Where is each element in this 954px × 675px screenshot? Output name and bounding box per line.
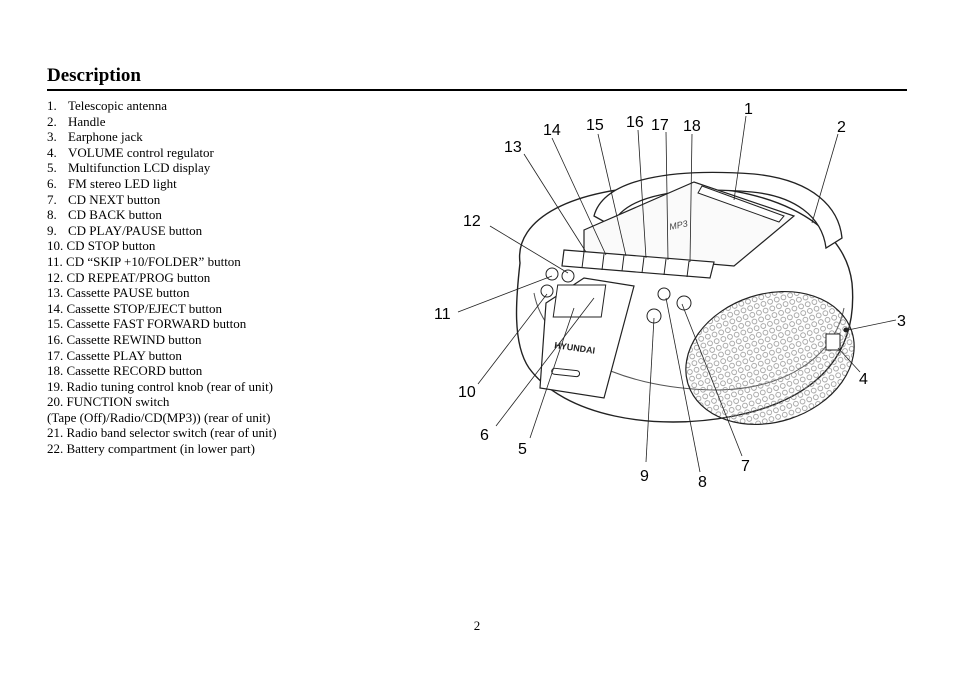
callout-18: 18 [683,118,701,135]
list-item: 8. CD BACK button [47,207,277,223]
item-number: 14. [47,300,64,316]
parts-list: 1. Telescopic antenna 2. Handle 3. Earphone… [47,98,277,457]
item-label: CD NEXT button [68,191,161,207]
item-label: Battery compartment (in lower part) [66,441,255,457]
callout-12: 12 [463,213,481,230]
callout-16: 16 [626,114,644,131]
item-number: 15. [47,316,64,332]
item-label: Radio tuning control knob (rear of unit) [66,378,274,394]
item-label: CD BACK button [68,207,162,223]
page-heading: Description [47,65,141,86]
item-number: 11. [47,253,63,269]
list-item: 12. CD REPEAT/PROG button [47,270,277,286]
item-label: Cassette STOP/EJECT button [66,300,223,316]
item-number: 8. [47,207,57,223]
item-number: 20. [47,394,64,410]
item-number: 3. [47,129,57,145]
item-label: Handle [68,113,106,129]
list-item: 11. CD “SKIP +10/FOLDER” button [47,254,277,270]
list-item: 1. Telescopic antenna [47,98,277,114]
item-number: 1. [47,98,57,113]
item-label: Cassette RECORD button [66,363,203,379]
item-label: FM stereo LED light [68,175,177,191]
list-item: 10. CD STOP button [47,238,277,254]
item-label: Earphone jack [68,129,143,145]
callout-3: 3 [897,313,906,330]
list-item: 9. CD PLAY/PAUSE button [47,223,277,239]
list-item: 3. Earphone jack [47,129,277,145]
list-item: 17. Cassette PLAY button [47,348,277,364]
item-label: Cassette REWIND button [66,331,202,347]
list-item: 21. Radio band selector switch (rear of … [47,425,277,441]
item-number: 13. [47,285,64,301]
item-number: 18. [47,363,64,379]
list-item: 15. Cassette FAST FORWARD button [47,316,277,332]
item-number: 2. [47,113,57,129]
item-label: Cassette PAUSE button [66,285,190,301]
callout-11: 11 [434,306,451,323]
item-label: Radio band selector switch (rear of unit… [66,425,277,441]
list-item-continuation: (Tape (Off)/Radio/CD(MP3)) (rear of unit… [47,410,277,426]
item-label: FUNCTION switch [66,394,170,410]
callout-17: 17 [651,117,669,134]
item-label: Cassette PLAY button [66,347,182,363]
speaker-grille [685,290,855,426]
item-label: CD PLAY/PAUSE button [68,222,203,238]
heading-rule [47,89,907,91]
callout-10: 10 [458,384,476,401]
list-item: 19. Radio tuning control knob (rear of u… [47,379,277,395]
list-item: 7. CD NEXT button [47,192,277,208]
list-item: 22. Battery compartment (in lower part) [47,441,277,457]
cassette-button-strip [561,249,715,279]
lid-logo: MP3 [668,218,688,232]
callout-9: 9 [640,468,649,485]
item-label: CD “SKIP +10/FOLDER” button [66,253,241,269]
item-number: 5. [47,160,57,176]
item-label: (Tape (Off)/Radio/CD(MP3)) (rear of unit… [47,409,271,425]
item-number: 6. [47,175,57,191]
callout-4: 4 [859,371,868,388]
list-item: 5. Multifunction LCD display [47,160,277,176]
product-diagram: MP3 HYUNDAI [434,98,908,491]
item-label: Multifunction LCD display [68,160,211,176]
boombox-illustration: MP3 HYUNDAI [434,101,906,491]
item-number: 19. [47,378,64,394]
item-number: 9. [47,222,57,238]
callout-15: 15 [586,117,604,134]
item-number: 7. [47,191,57,207]
antenna [697,185,785,223]
item-label: CD REPEAT/PROG button [66,269,211,285]
list-item: 6. FM stereo LED light [47,176,277,192]
callout-1: 1 [744,101,753,118]
item-number: 16. [47,331,64,347]
item-number: 12. [47,269,64,285]
callout-14: 14 [543,122,561,139]
item-number: 10. [47,238,64,254]
item-number: 22. [47,441,64,457]
item-number: 4. [47,144,57,160]
item-label: Cassette FAST FORWARD button [66,316,247,332]
list-item: 20. FUNCTION switch [47,394,277,410]
item-label: VOLUME control regulator [68,144,214,160]
list-item: 4. VOLUME control regulator [47,145,277,161]
list-item: 18. Cassette RECORD button [47,363,277,379]
callout-2: 2 [837,119,846,136]
page-number: 2 [473,618,481,633]
callout-5: 5 [518,441,527,458]
item-label: Telescopic antenna [68,98,168,113]
list-item: 13. Cassette PAUSE button [47,285,277,301]
item-number: 21. [47,425,64,441]
list-item: 14. Cassette STOP/EJECT button [47,301,277,317]
callout-6: 6 [480,427,489,444]
callout-13: 13 [504,139,522,156]
item-number: 17. [47,347,64,363]
item-label: CD STOP button [66,238,156,254]
callout-8: 8 [698,474,707,488]
callout-7: 7 [741,458,750,475]
list-item: 16. Cassette REWIND button [47,332,277,348]
list-item: 2. Handle [47,114,277,130]
